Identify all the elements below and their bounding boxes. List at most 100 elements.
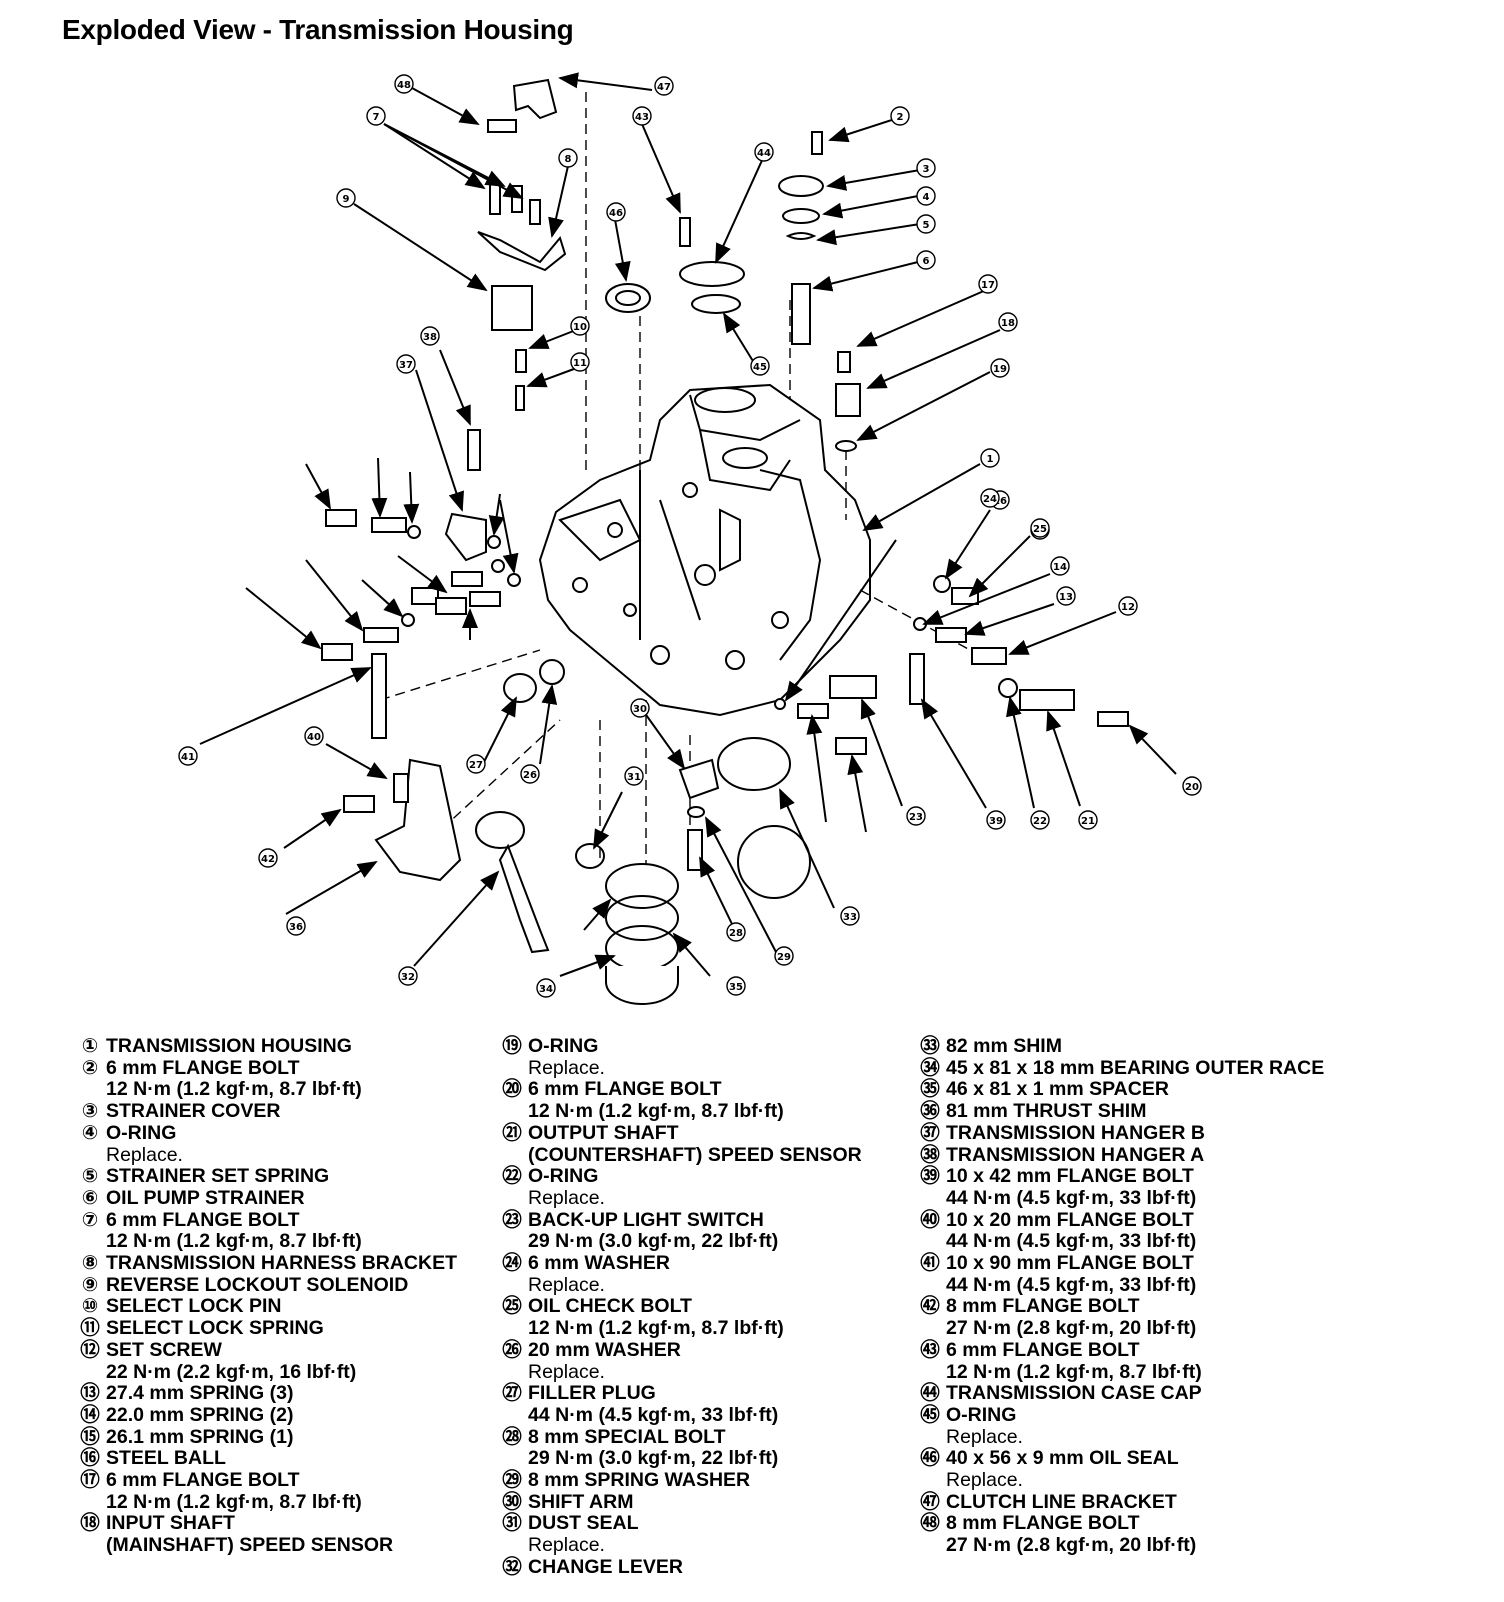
callout-25: 25 [1030, 518, 1050, 538]
legend-spec: 29 N·m (3.0 kgf·m, 22 lbf·ft) [528, 1447, 779, 1470]
callout-20: 20 [1182, 776, 1202, 796]
callout-10: 10 [570, 316, 590, 336]
legend-part-name: CLUTCH LINE BRACKET [946, 1490, 1177, 1513]
callout-number: 19 [993, 364, 1007, 375]
callout-number: 9 [343, 194, 350, 205]
callout-number: 22 [1033, 816, 1047, 827]
legend-number: ⑥ [81, 1186, 99, 1209]
callout-number: 17 [981, 280, 995, 291]
legend-part-name: 45 x 81 x 18 mm BEARING OUTER RACE [946, 1056, 1325, 1079]
legend-part-name: 8 mm FLANGE BOLT [946, 1295, 1140, 1318]
legend-part-name: STEEL BALL [106, 1447, 226, 1470]
callout-number: 44 [757, 148, 771, 159]
legend-item: ㊼ CLUTCH LINE BRACKET [920, 1490, 1324, 1514]
legend-spec: 12 N·m (1.2 kgf·m, 8.7 lbf·ft) [946, 1360, 1202, 1383]
legend-number: ② [81, 1056, 99, 1079]
callout-3: 3 [916, 158, 936, 178]
callout-46: 46 [606, 202, 626, 222]
callout-number: 40 [307, 732, 321, 743]
legend-number: ⑳ [502, 1078, 522, 1101]
legend-part-name: 20 mm WASHER [528, 1338, 681, 1361]
callout-40: 40 [304, 726, 324, 746]
legend-number: ㊼ [920, 1490, 940, 1513]
legend-spec: 27 N·m (2.8 kgf·m, 20 lbf·ft) [946, 1534, 1197, 1557]
callout-number: 23 [909, 812, 923, 823]
callout-18: 18 [998, 312, 1018, 332]
legend-instruction: Replace. [528, 1534, 605, 1557]
callout-33: 33 [840, 906, 860, 926]
callout-9: 9 [336, 188, 356, 208]
callout-number: 47 [657, 82, 671, 93]
callout-number: 48 [397, 80, 411, 91]
legend-spec: 22 N·m (2.2 kgf·m, 16 lbf·ft) [106, 1360, 357, 1383]
callout-13: 13 [1056, 586, 1076, 606]
legend-part-name: 10 x 20 mm FLANGE BOLT [946, 1208, 1194, 1231]
callout-number: 2 [897, 112, 904, 123]
callout-48: 48 [394, 74, 414, 94]
callout-number: 8 [565, 154, 572, 165]
callout-number: 39 [989, 816, 1003, 827]
callout-21: 21 [1078, 810, 1098, 830]
legend-part-name: O-RING [946, 1403, 1017, 1426]
callout-number: 3 [923, 164, 930, 175]
callout-number: 45 [753, 362, 767, 373]
callout-number: 37 [399, 360, 413, 371]
legend-number: ㊶ [920, 1252, 940, 1275]
legend-instruction: Replace. [528, 1360, 605, 1383]
legend-part-name: 27.4 mm SPRING (3) [106, 1382, 294, 1405]
callout-5: 5 [916, 214, 936, 234]
legend-part-name: OIL CHECK BOLT [528, 1295, 692, 1318]
callout-37: 37 [396, 354, 416, 374]
callout-number: 12 [1121, 602, 1135, 613]
legend-part-name: 6 mm FLANGE BOLT [106, 1208, 300, 1231]
callout-number: 7 [373, 112, 380, 123]
legend-part-name: O-RING [106, 1121, 177, 1144]
callout-42: 42 [258, 848, 278, 868]
legend-number: ㊷ [920, 1295, 940, 1318]
transmission-housing-shape [538, 383, 871, 717]
legend-part-name: STRAINER SET SPRING [106, 1165, 330, 1188]
legend-part-name: 40 x 56 x 9 mm OIL SEAL [946, 1447, 1179, 1470]
legend-part-name: SET SCREW [106, 1338, 222, 1361]
legend-part-name: 6 mm FLANGE BOLT [106, 1056, 300, 1079]
legend-part-name: CHANGE LEVER [528, 1555, 683, 1578]
callout-number: 20 [1185, 782, 1199, 793]
legend-number: ㉕ [502, 1295, 522, 1318]
callout-8: 8 [558, 148, 578, 168]
legend-part-name: SHIFT ARM [528, 1490, 634, 1513]
legend-number: ⑮ [80, 1425, 100, 1448]
callout-number: 41 [181, 752, 195, 763]
legend-part-name: REVERSE LOCKOUT SOLENOID [106, 1273, 409, 1296]
legend-number: ㉛ [502, 1512, 522, 1535]
callout-number: 11 [573, 358, 587, 369]
callout-1: 1 [980, 448, 1000, 468]
callout-number: 21 [1081, 816, 1095, 827]
legend-part-name: 6 mm FLANGE BOLT [106, 1469, 300, 1492]
callout-number: 10 [573, 322, 587, 333]
legend-item: ㉞ 45 x 81 x 18 mm BEARING OUTER RACE [920, 1056, 1325, 1080]
legend-part-name: BACK-UP LIGHT SWITCH [528, 1208, 764, 1231]
legend-number: ㉞ [920, 1056, 940, 1079]
